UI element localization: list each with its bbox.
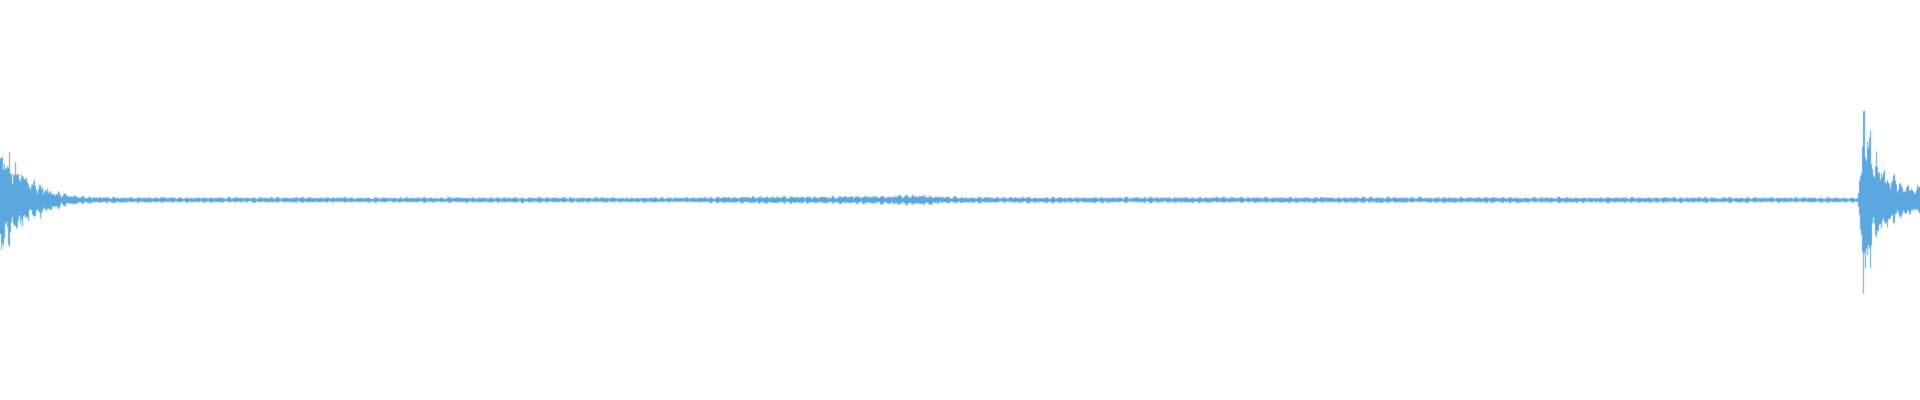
waveform-canvas[interactable]: [0, 0, 1920, 400]
audio-waveform[interactable]: [0, 0, 1920, 400]
